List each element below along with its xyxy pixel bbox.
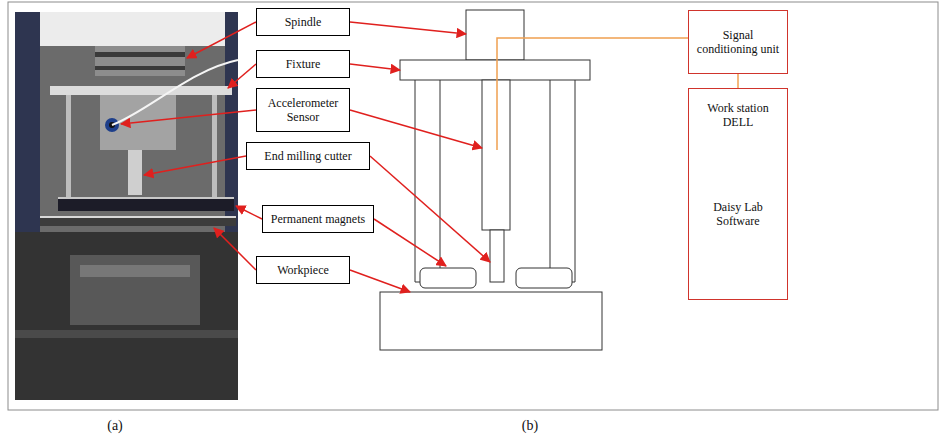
label-box: Spindle bbox=[256, 8, 350, 36]
panel-caption: (b) bbox=[522, 418, 538, 434]
label-box: Fixture bbox=[256, 50, 350, 78]
signal-cable bbox=[737, 74, 739, 88]
box-text: End milling cutter bbox=[264, 149, 351, 163]
box-text: Workpiece bbox=[277, 263, 329, 277]
panel-caption: (a) bbox=[107, 418, 123, 434]
workstation-box: Work station DELL Daisy Lab Software bbox=[688, 88, 788, 300]
box-text: Permanent magnets bbox=[271, 212, 365, 226]
box-text: Daisy Lab Software bbox=[694, 200, 782, 229]
label-box: Workpiece bbox=[256, 256, 350, 284]
box-text: Work station DELL bbox=[694, 101, 782, 130]
label-box: Permanent magnets bbox=[262, 205, 374, 233]
leader-arrows bbox=[121, 22, 490, 292]
box-text: Fixture bbox=[286, 57, 321, 71]
label-box: End milling cutter bbox=[246, 142, 370, 170]
label-box: Accelerometer Sensor bbox=[256, 88, 350, 132]
box-text: Accelerometer Sensor bbox=[262, 96, 344, 125]
signal-unit-box: Signal conditioning unit bbox=[688, 10, 788, 74]
machine-photo bbox=[15, 12, 238, 400]
sensor-cable bbox=[497, 38, 688, 150]
setup-schematic bbox=[380, 10, 602, 350]
figure-frame bbox=[8, 2, 938, 410]
box-text: Signal conditioning unit bbox=[694, 28, 782, 57]
box-text: Spindle bbox=[285, 15, 322, 29]
